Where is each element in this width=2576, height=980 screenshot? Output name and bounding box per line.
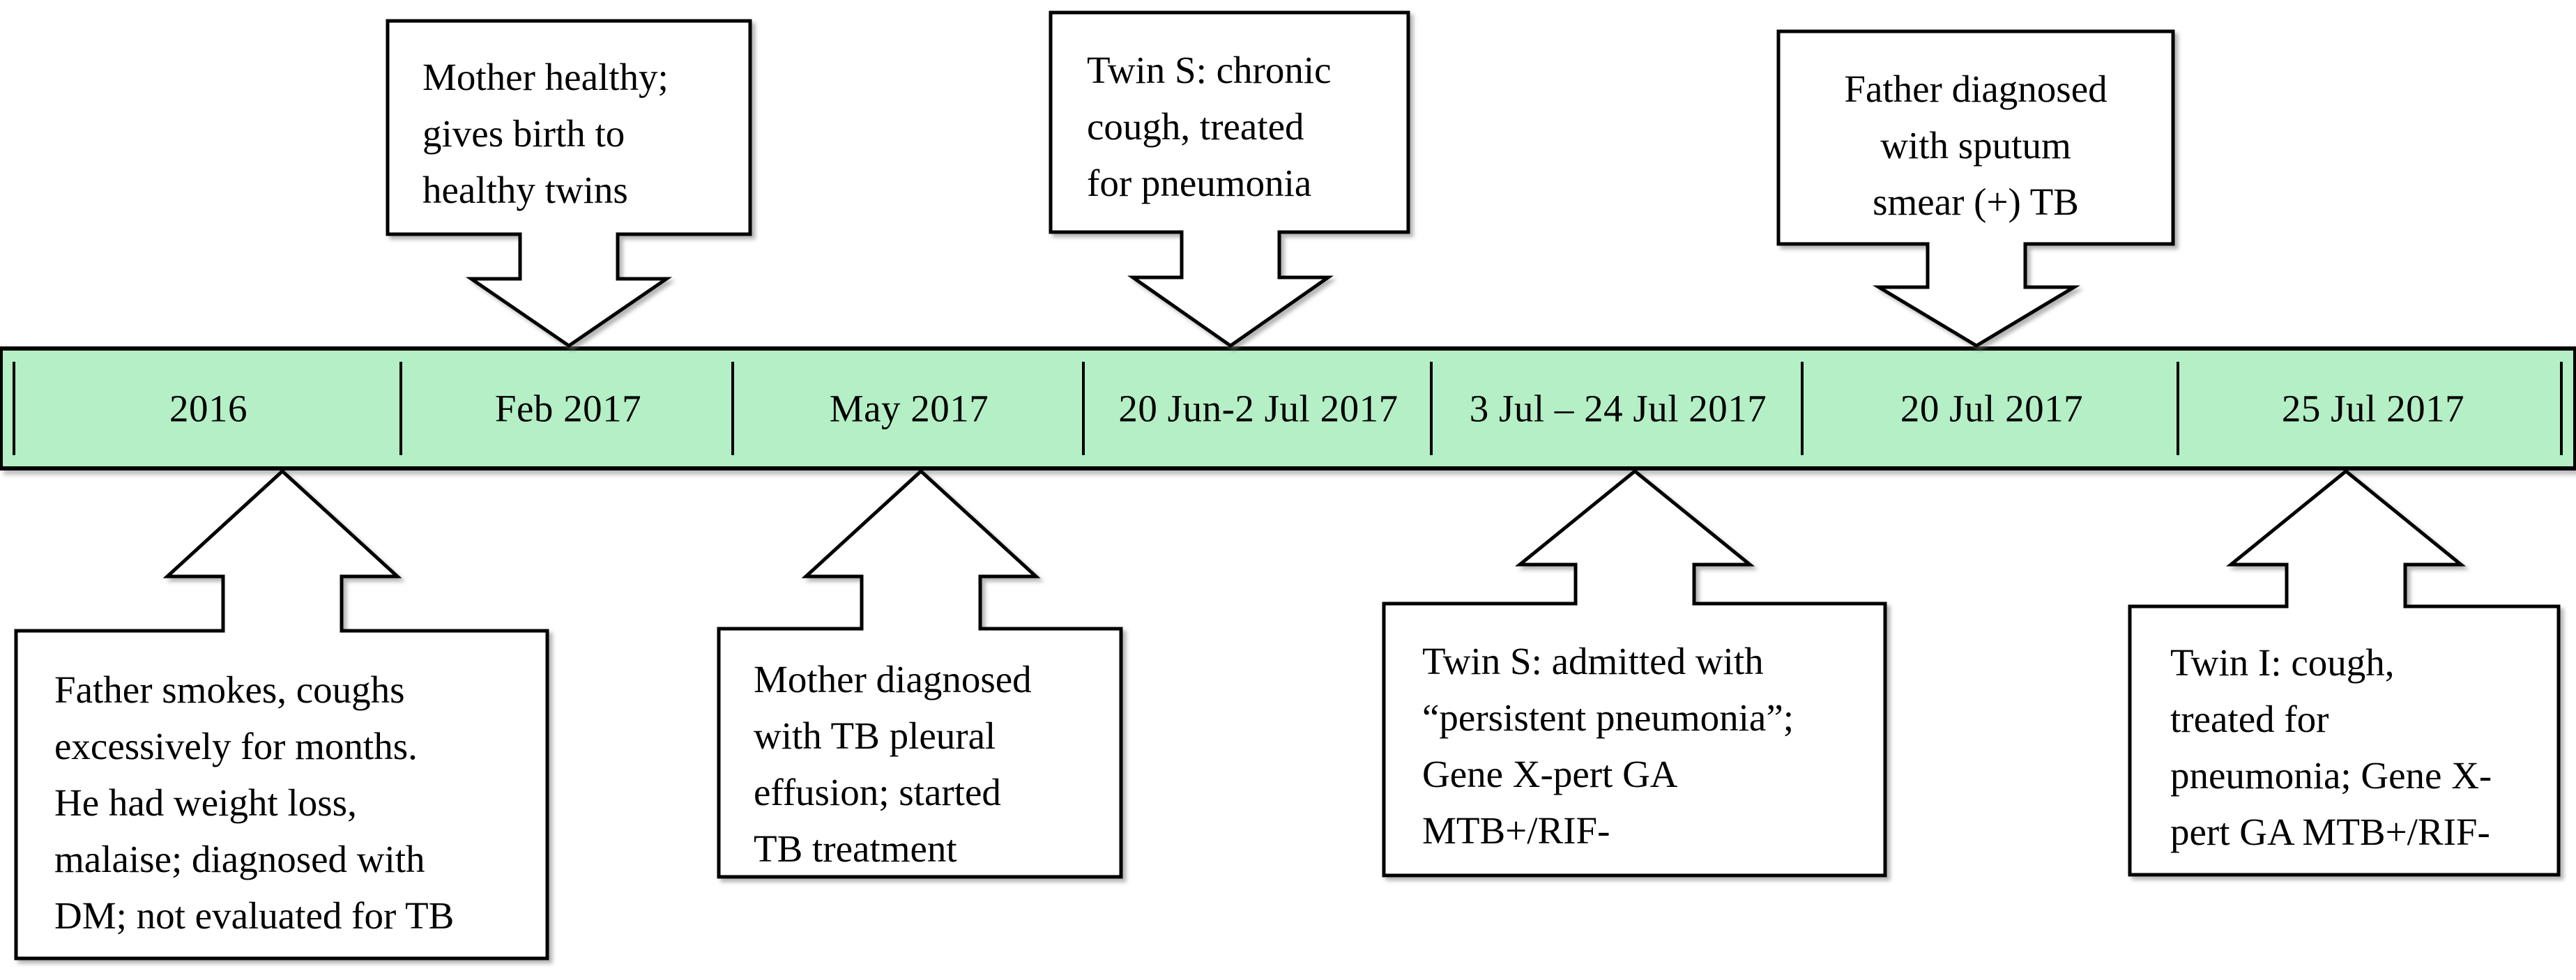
event-above-mother-birth-text: Mother healthy; gives birth to healthy t… xyxy=(422,56,669,211)
timeline-divider xyxy=(2177,362,2179,455)
timeline-date-label: 3 Jul – 24 Jul 2017 xyxy=(1469,387,1767,430)
timeline-date-label: 20 Jul 2017 xyxy=(1900,387,2084,430)
timeline-date-label: 2016 xyxy=(169,387,247,430)
timeline-end-tick-left xyxy=(13,362,15,455)
event-below-twin-s-admitted-text: Twin S: admitted with “persistent pneumo… xyxy=(1422,640,1794,852)
timeline-date-label: May 2017 xyxy=(829,387,989,430)
timeline-bar: 2016 Feb 2017 May 2017 20 Jun-2 Jul 2017… xyxy=(0,346,2576,470)
timeline-end-tick-right xyxy=(2560,362,2563,455)
timeline-date-label: Feb 2017 xyxy=(494,387,642,430)
event-above-father-smear-positive-text: Father diagnosed with sputum smear (+) T… xyxy=(1844,68,2108,223)
timeline-divider xyxy=(1082,362,1085,455)
event-below-mother-tb-diagnosis-text: Mother diagnosed with TB pleural effusio… xyxy=(754,658,1032,870)
timeline-date-label: 25 Jul 2017 xyxy=(2281,387,2465,430)
timeline-divider xyxy=(1430,362,1433,455)
timeline-divider xyxy=(1801,362,1804,455)
event-below-twin-i-cough-text: Twin I: cough, treated for pneumonia; Ge… xyxy=(2170,641,2492,853)
event-below-father-smokes-text: Father smokes, coughs excessively for mo… xyxy=(54,668,455,937)
timeline-divider xyxy=(731,362,734,455)
timeline-date-label: 20 Jun-2 Jul 2017 xyxy=(1118,387,1398,430)
timeline-divider xyxy=(399,362,402,455)
event-above-twin-s-chronic-cough-text: Twin S: chronic cough, treated for pneum… xyxy=(1087,49,1332,204)
